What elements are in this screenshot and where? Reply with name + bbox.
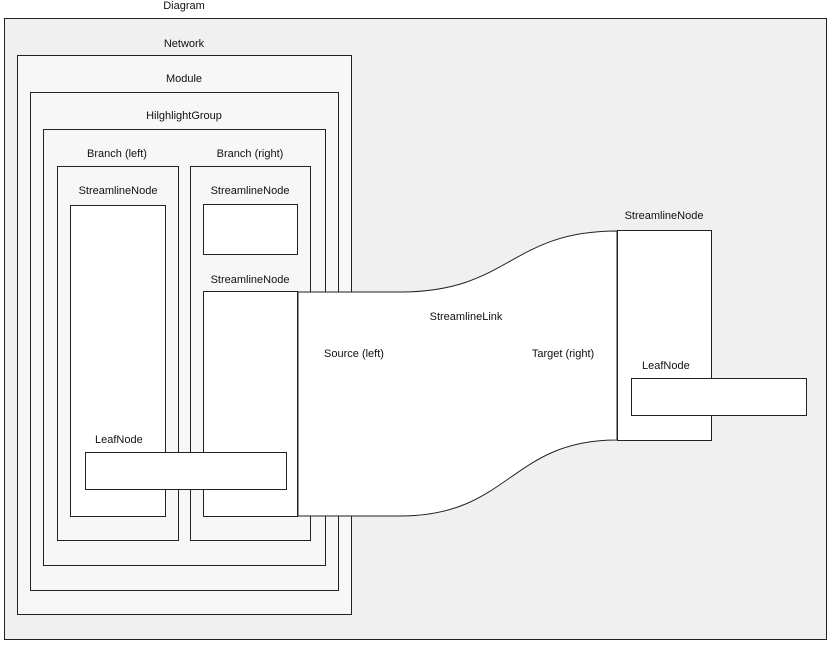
streamline-node-right-bottom-label: StreamlineNode <box>210 274 290 286</box>
target-label: Target (right) <box>531 348 595 360</box>
streamline-node-right-top-label: StreamlineNode <box>210 185 290 197</box>
leaf-node-target-box <box>631 378 807 416</box>
streamline-link-label: StreamlineLink <box>429 311 503 323</box>
leaf-node-target-label: LeafNode <box>642 360 690 372</box>
streamline-node-left-label: StreamlineNode <box>78 185 158 197</box>
module-label: Module <box>165 73 203 85</box>
source-label: Source (left) <box>324 348 384 360</box>
branch-right-label: Branch (right) <box>216 148 284 160</box>
leaf-node-left-box <box>85 452 287 490</box>
streamline-link-path <box>297 230 618 517</box>
streamline-node-right-top-box <box>203 204 298 255</box>
branch-left-label: Branch (left) <box>87 148 147 160</box>
highlight-group-label: HilghlightGroup <box>146 110 222 122</box>
streamline-node-target-label: StreamlineNode <box>624 210 704 222</box>
leaf-node-left-label: LeafNode <box>95 434 143 446</box>
diagram-title: Diagram <box>163 0 205 12</box>
network-label: Network <box>163 38 205 50</box>
